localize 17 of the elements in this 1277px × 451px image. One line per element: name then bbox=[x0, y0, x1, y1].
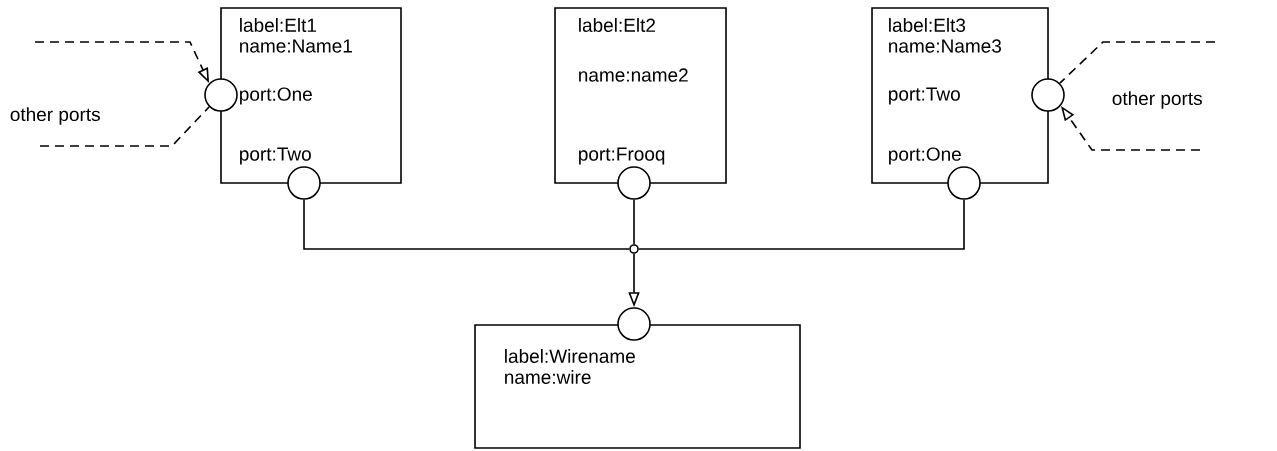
component-box: label:Wirename name:wire bbox=[474, 324, 801, 449]
port-circle bbox=[287, 166, 321, 200]
port-circle bbox=[617, 166, 651, 200]
component-box: label:Elt1 name:Name1 port:One port:Two bbox=[220, 7, 402, 184]
port-circle bbox=[204, 78, 238, 112]
connector-line bbox=[633, 199, 635, 245]
port-circle bbox=[1031, 78, 1065, 112]
connector-line bbox=[638, 199, 965, 250]
component-box: label:Elt3 name:Name3 port:Two port:One bbox=[871, 7, 1049, 184]
dashed-leader bbox=[39, 106, 210, 147]
component-box: label:Elt2 name:name2 port:Frooq bbox=[554, 7, 727, 184]
annotation-text: other ports bbox=[8, 106, 102, 126]
annotation-text: other ports bbox=[1110, 90, 1204, 110]
dashed-leader bbox=[1059, 41, 1216, 84]
port-circle bbox=[617, 307, 651, 341]
connector-line bbox=[303, 199, 630, 250]
port-circle bbox=[947, 166, 981, 200]
